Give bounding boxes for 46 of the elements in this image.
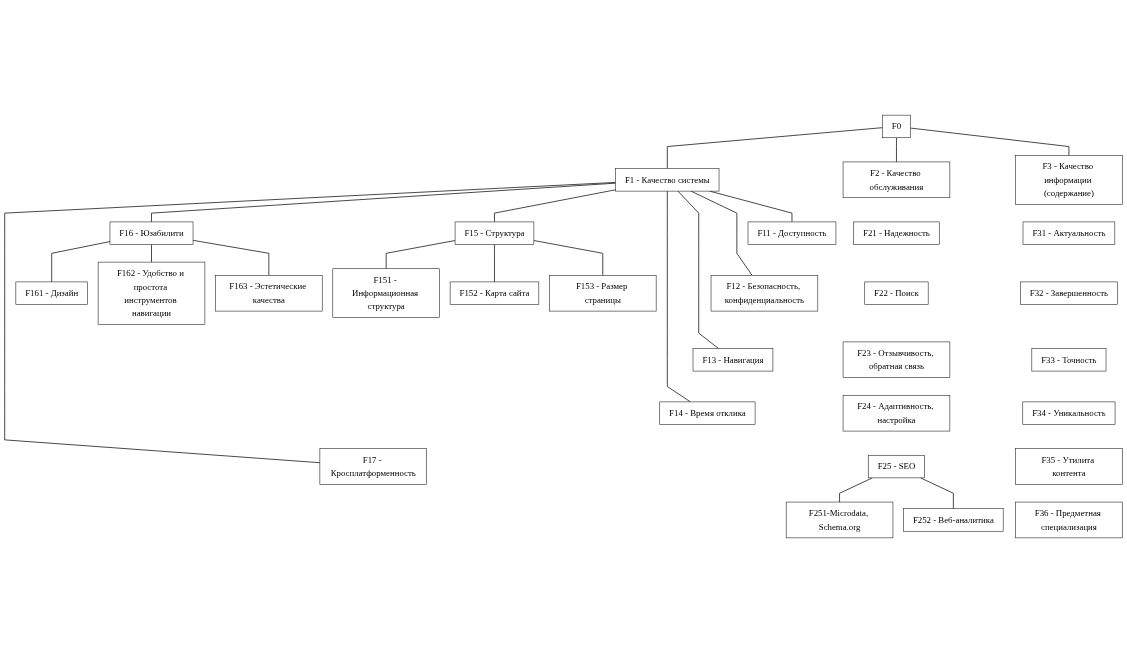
connector	[494, 189, 616, 223]
connector	[533, 240, 604, 276]
connector	[385, 240, 456, 270]
node-box: F161 - Дизайн	[15, 281, 88, 305]
node-box: F151 - Информационная структура	[332, 268, 440, 318]
node-box: F152 - Карта сайта	[449, 281, 540, 305]
connector	[151, 244, 152, 263]
node-box: F153 - Размер страницы	[549, 275, 657, 312]
node-box: F2 - Качество обслуживания	[842, 161, 951, 198]
node-box: F24 - Адаптивность, настройка	[842, 395, 951, 432]
connector	[151, 182, 616, 223]
node-box: F31 - Актуальность	[1022, 221, 1116, 245]
node-box: F252 - Веб-аналитика	[903, 508, 1004, 532]
node-box: F251-Microdata, Schema.org	[785, 501, 894, 539]
connector	[920, 477, 954, 510]
connector	[51, 241, 111, 283]
connector	[192, 239, 270, 276]
node-box: F23 - Отзывчивость, обратная связь	[842, 341, 951, 378]
connector	[839, 477, 873, 503]
node-box: F15 - Структура	[454, 221, 535, 245]
node-box: F163 - Эстетические качества	[215, 275, 323, 312]
connector	[494, 244, 495, 283]
node-box: F0	[882, 114, 911, 139]
node-box: F32 - Завершенность	[1020, 281, 1118, 305]
node-box: F17 - Кросплатформенность	[319, 448, 427, 485]
connector	[666, 190, 691, 403]
node-box: F13 - Навигация	[692, 348, 774, 372]
connector	[666, 127, 883, 169]
connector	[896, 137, 897, 163]
node-box: F14 - Время отклика	[659, 401, 756, 425]
node-box: F21 - Надежность	[853, 221, 940, 245]
node-box: F12 - Безопасность, конфиденциальность	[710, 275, 819, 312]
node-box: F22 - Поиск	[864, 281, 929, 305]
connector	[4, 182, 616, 464]
node-box: F36 - Предметная специализация	[1015, 501, 1123, 539]
node-box: F33 - Точность	[1031, 348, 1107, 372]
node-box: F25 - SEO	[867, 455, 925, 479]
node-box: F162 - Удобство и простота инструментов навигации	[97, 261, 206, 325]
node-box: F35 - Утилита контента	[1015, 448, 1123, 485]
node-box: F11 - Доступность	[747, 221, 837, 245]
connector	[677, 190, 719, 349]
node-box: F16 - Юзабилити	[109, 221, 194, 245]
connector	[910, 127, 1070, 156]
node-box: F3 - Качество информации (содержание)	[1015, 155, 1123, 205]
node-box: F1 - Качество системы	[615, 168, 720, 192]
node-box: F34 - Уникальность	[1022, 401, 1116, 425]
